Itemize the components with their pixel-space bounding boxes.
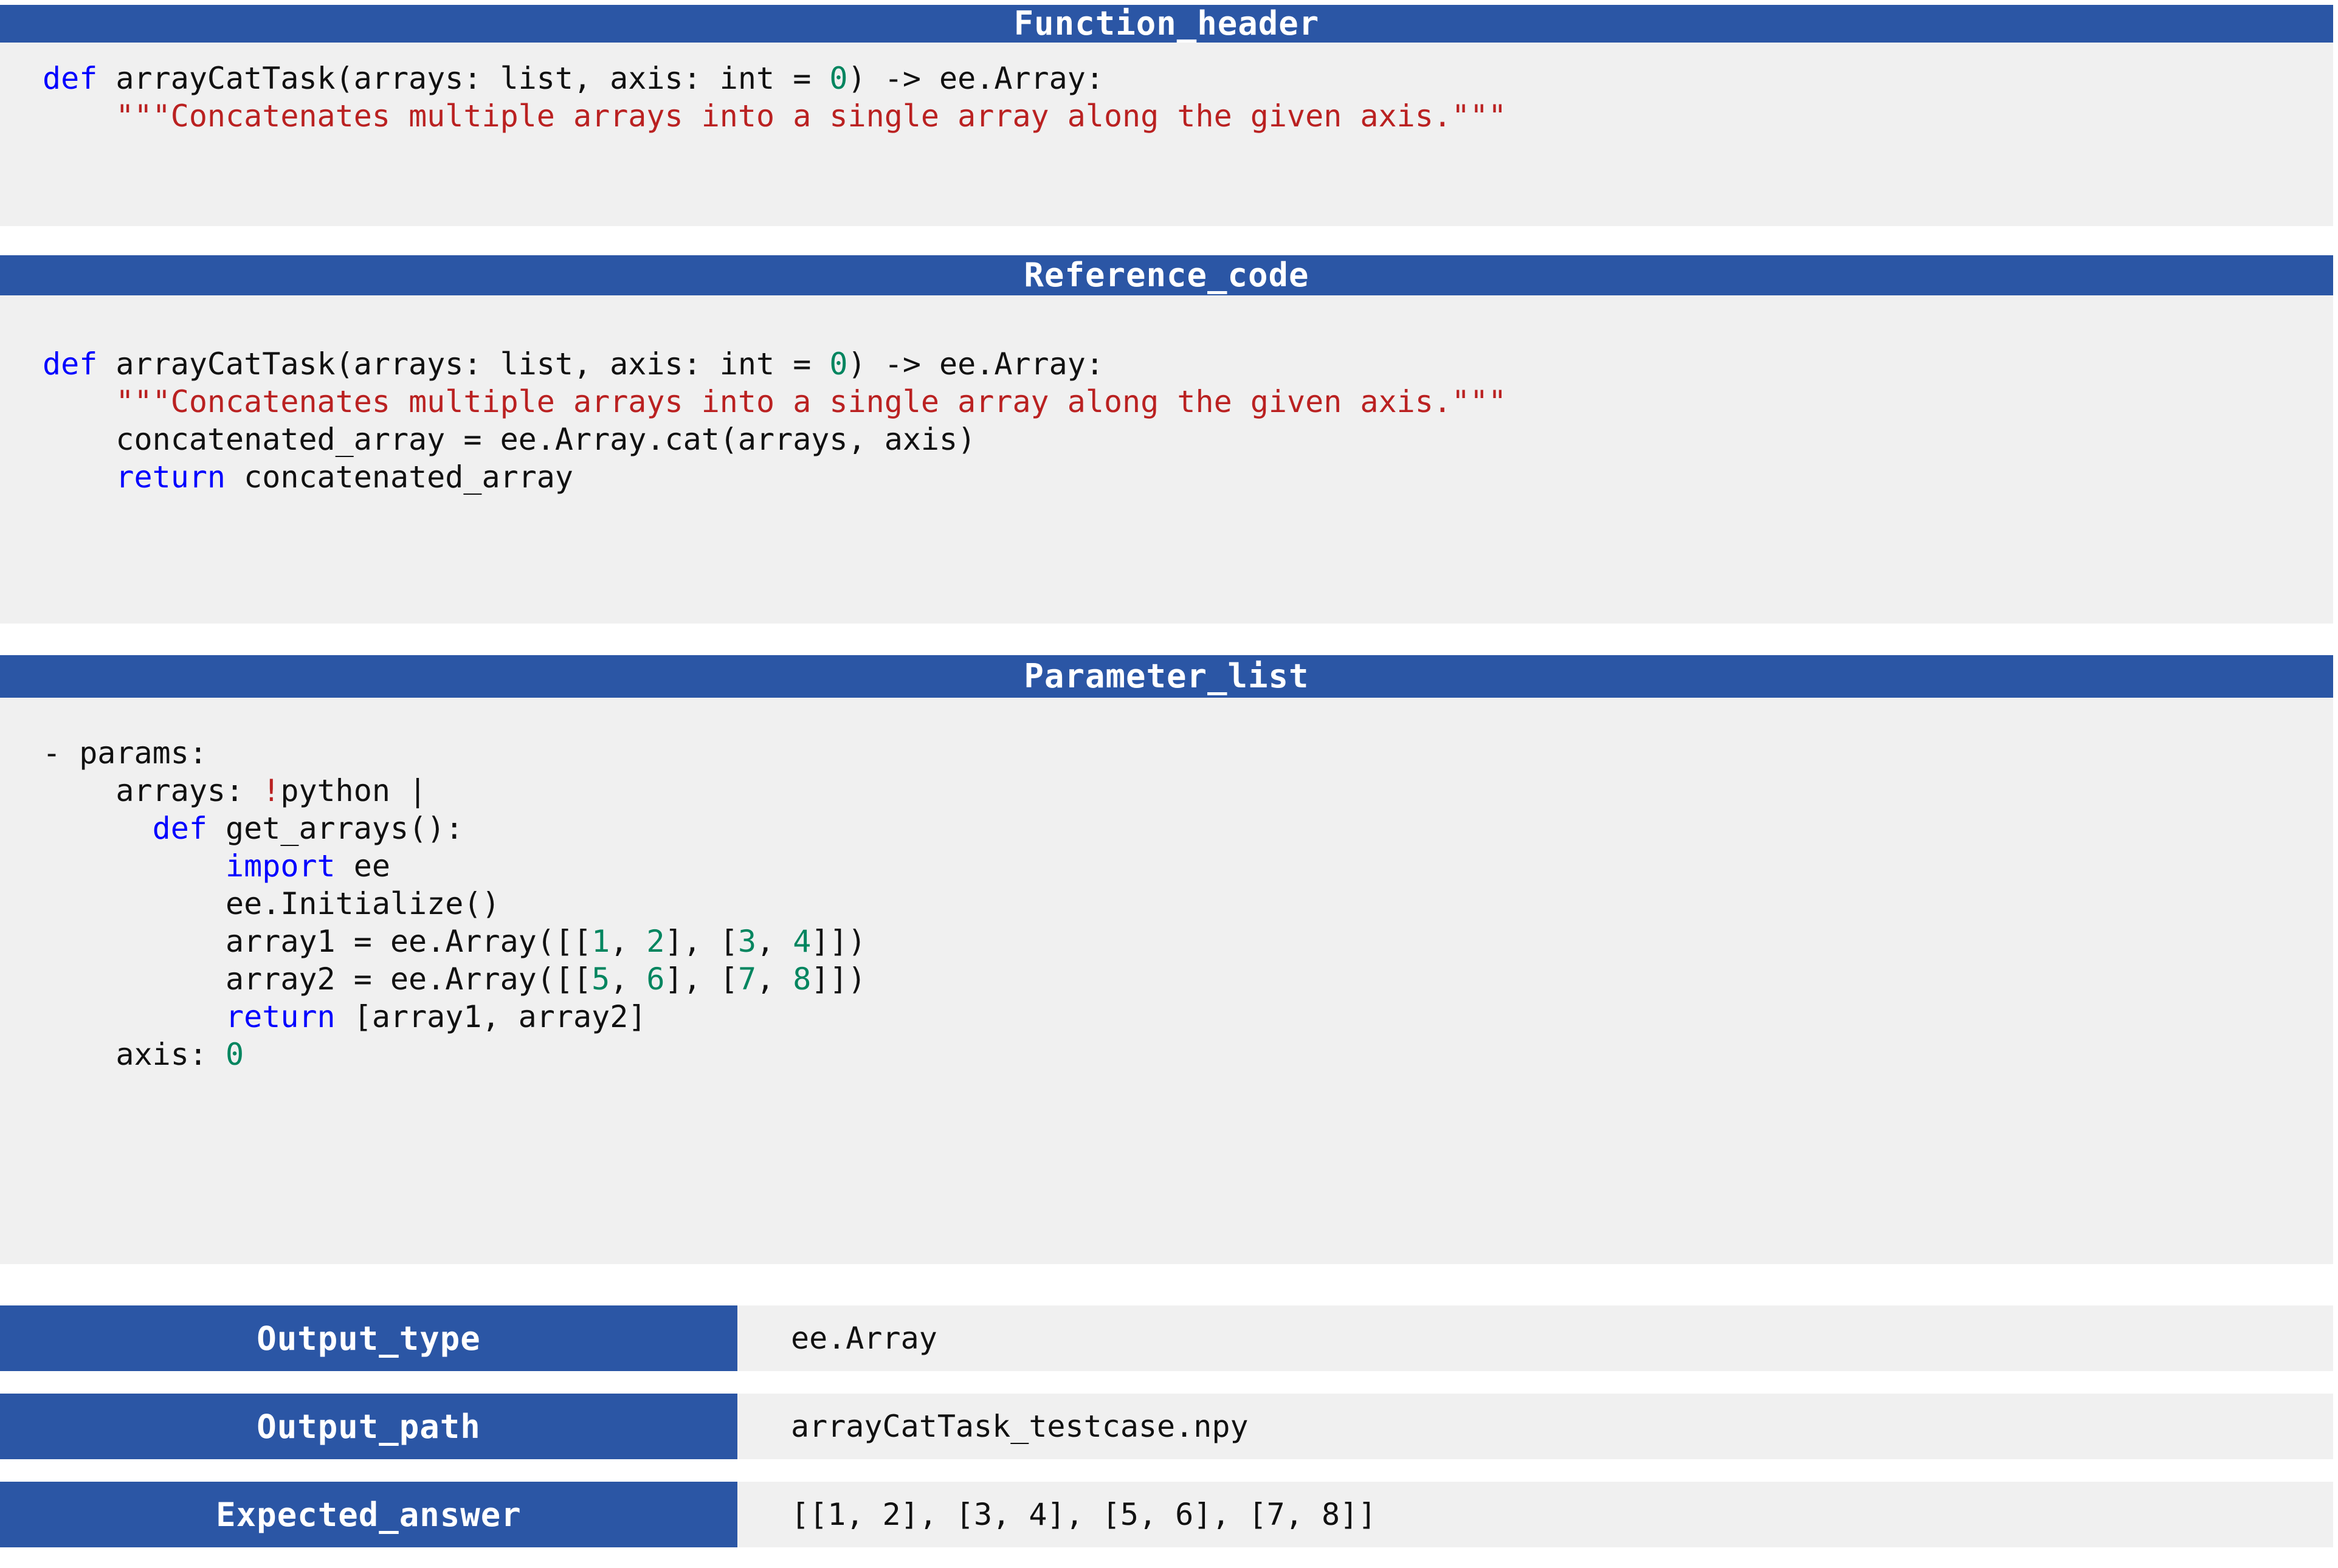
code-token: arrays: [43,773,263,808]
code-token: concatenated_array = ee.Array.cat(arrays… [43,422,976,457]
code-token: 1 [591,924,610,959]
section-title-parameter-list: Parameter_list [0,655,2333,698]
code-token: return [116,459,226,495]
code-line: - params: [43,734,2333,772]
section-function-header: Function_header def arrayCatTask(arrays:… [0,5,2333,226]
code-line: """Concatenates multiple arrays into a s… [43,97,2333,135]
code-token: ], [ [664,961,738,997]
code-token: import [226,848,336,884]
code-line: import ee [43,847,2333,885]
code-token: ! [262,773,281,808]
code-token: , [610,961,647,997]
code-token: ee.Initialize() [43,886,500,921]
code-token: 8 [793,961,812,997]
code-block-function-header: def arrayCatTask(arrays: list, axis: int… [0,43,2333,226]
code-token: 4 [793,924,812,959]
code-line: concatenated_array = ee.Array.cat(arrays… [43,421,2333,458]
code-line: """Concatenates multiple arrays into a s… [43,383,2333,421]
code-token: ]]) [811,961,866,997]
field-value-output-path: arrayCatTask_testcase.npy [737,1394,2333,1459]
code-token: axis: [43,1037,226,1072]
field-value-expected-answer: [[1, 2], [3, 4], [5, 6], [7, 8]] [737,1482,2333,1547]
code-token: ]]) [811,924,866,959]
field-row-output-path: Output_path arrayCatTask_testcase.npy [0,1394,2333,1459]
code-token: concatenated_array [226,459,573,495]
section-parameter-list: Parameter_list - params: arrays: !python… [0,655,2333,1264]
code-token [43,459,116,495]
code-token: ee [335,848,390,884]
code-token: array1 = ee.Array([[ [43,924,592,959]
code-token [43,384,116,419]
code-token: 5 [591,961,610,997]
code-token: - params: [43,735,207,771]
field-row-expected-answer: Expected_answer [[1, 2], [3, 4], [5, 6],… [0,1482,2333,1547]
code-token: def [43,346,98,382]
code-token: 2 [646,924,665,959]
code-line: return concatenated_array [43,458,2333,496]
section-title-function-header: Function_header [0,5,2333,43]
code-token: arrayCatTask(arrays: list, axis: int = [97,346,830,382]
code-token: """Concatenates multiple arrays into a s… [116,98,1507,134]
code-block-reference-code: def arrayCatTask(arrays: list, axis: int… [0,295,2333,624]
code-token: def [152,811,207,846]
code-line: array2 = ee.Array([[5, 6], [7, 8]]) [43,960,2333,998]
field-label-output-type: Output_type [0,1305,737,1371]
field-value-output-type: ee.Array [737,1305,2333,1371]
code-line: return [array1, array2] [43,998,2333,1036]
code-token: """Concatenates multiple arrays into a s… [116,384,1507,419]
code-token: 0 [829,346,848,382]
code-token: get_arrays(): [207,811,464,846]
code-line: axis: 0 [43,1036,2333,1073]
code-token: , [756,924,793,959]
code-token: arrayCatTask(arrays: list, axis: int = [97,61,830,96]
code-token [43,98,116,134]
section-reference-code: Reference_code def arrayCatTask(arrays: … [0,255,2333,624]
code-token: 0 [226,1037,244,1072]
code-token: 3 [737,924,757,959]
code-token: , [756,961,793,997]
code-token: python | [280,773,427,808]
code-line: def get_arrays(): [43,810,2333,847]
code-token [43,811,153,846]
code-line: def arrayCatTask(arrays: list, axis: int… [43,345,2333,383]
code-token: ) -> ee.Array: [847,346,1104,382]
code-token: 0 [829,61,848,96]
code-token: array2 = ee.Array([[ [43,961,592,997]
code-token: ) -> ee.Array: [847,61,1104,96]
code-token: , [610,924,647,959]
code-line: ee.Initialize() [43,885,2333,923]
code-block-parameter-list: - params: arrays: !python | def get_arra… [0,698,2333,1264]
code-token: 7 [737,961,757,997]
field-label-expected-answer: Expected_answer [0,1482,737,1547]
code-token: 6 [646,961,665,997]
field-label-output-path: Output_path [0,1394,737,1459]
code-token [43,999,226,1034]
field-row-output-type: Output_type ee.Array [0,1305,2333,1371]
code-token: return [226,999,336,1034]
code-token: ], [ [664,924,738,959]
code-line: def arrayCatTask(arrays: list, axis: int… [43,60,2333,97]
code-token [43,848,226,884]
code-token: [array1, array2] [335,999,647,1034]
code-line: array1 = ee.Array([[1, 2], [3, 4]]) [43,923,2333,960]
section-title-reference-code: Reference_code [0,255,2333,295]
code-token: def [43,61,98,96]
code-line: arrays: !python | [43,772,2333,810]
